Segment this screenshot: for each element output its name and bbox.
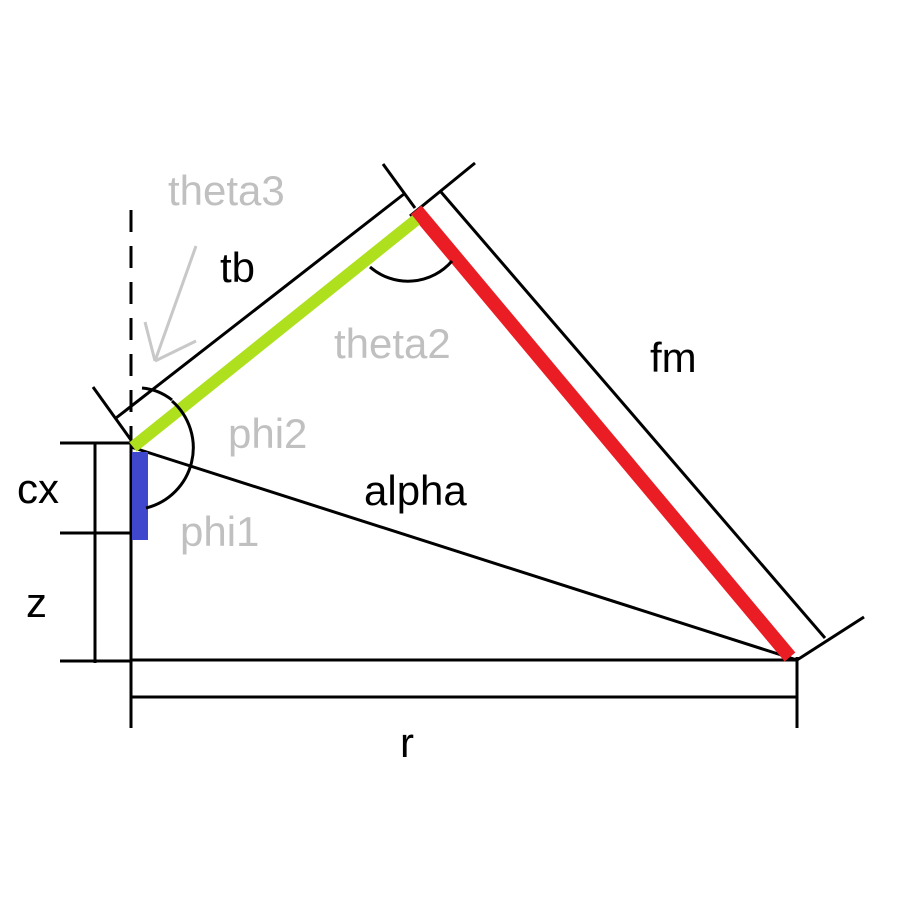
phi-arc <box>145 399 195 510</box>
tb-tick-right <box>381 163 417 209</box>
cx-label: cx <box>17 465 59 512</box>
tb-label: tb <box>220 244 255 291</box>
theta3-arrow-head-left <box>143 321 157 362</box>
theta3-arrow-head-right <box>154 339 197 363</box>
alpha-line <box>130 445 798 662</box>
theta3-arc <box>141 386 173 402</box>
segment-fm <box>410 205 796 662</box>
theta2-arc <box>369 260 454 283</box>
z-label: z <box>26 579 47 626</box>
fm-label: fm <box>650 334 697 381</box>
fm-tick-bottom <box>796 615 865 662</box>
phi2-label: phi2 <box>228 410 307 457</box>
tb-tick-left <box>91 386 133 441</box>
tb-dimension-line <box>115 192 405 420</box>
phi1-label: phi1 <box>180 508 259 555</box>
alpha-label: alpha <box>364 467 467 514</box>
theta2-label: theta2 <box>334 320 451 367</box>
theta3-label: theta3 <box>168 167 285 214</box>
fm-dimension-line <box>439 191 827 639</box>
theta3-arrow-shaft <box>153 245 198 362</box>
r-label: r <box>400 719 414 766</box>
